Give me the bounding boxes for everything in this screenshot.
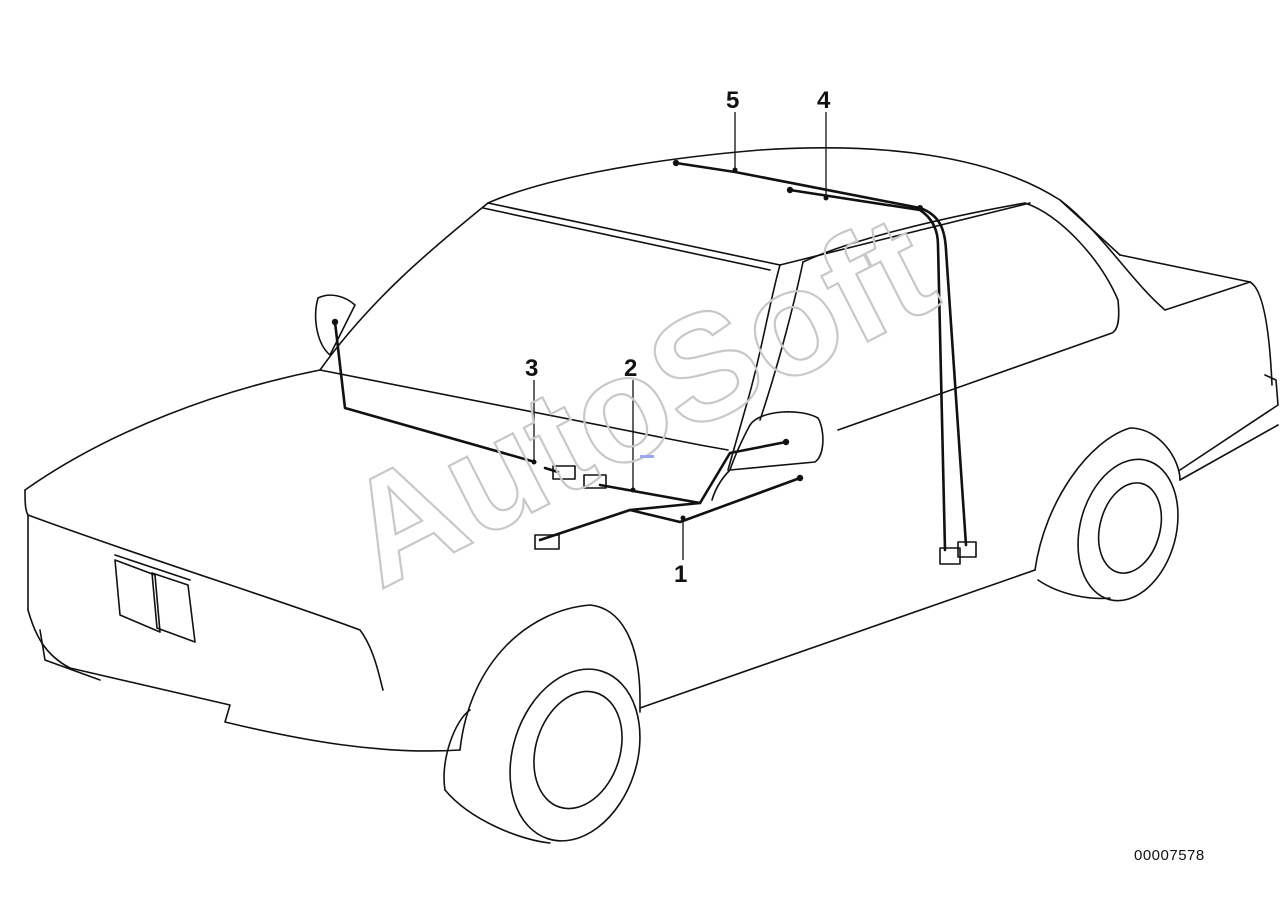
callouts: 5 4 3 2 1 xyxy=(525,87,831,588)
watermark: AutoSoft xyxy=(318,181,958,618)
callout-1: 1 xyxy=(674,561,687,588)
connector-5 xyxy=(957,541,977,558)
connector-1 xyxy=(534,534,560,550)
callout-4: 4 xyxy=(817,87,831,114)
leader-lines xyxy=(531,112,829,560)
connector-2 xyxy=(583,474,607,489)
callout-3: 3 xyxy=(525,355,538,382)
callout-5: 5 xyxy=(726,87,739,114)
connector-3 xyxy=(552,465,576,480)
connector-4 xyxy=(939,547,961,565)
callout-2: 2 xyxy=(624,355,637,382)
diagram-number: 00007578 xyxy=(1134,847,1205,864)
watermark-mark xyxy=(640,455,654,458)
car-outline xyxy=(24,147,1279,844)
